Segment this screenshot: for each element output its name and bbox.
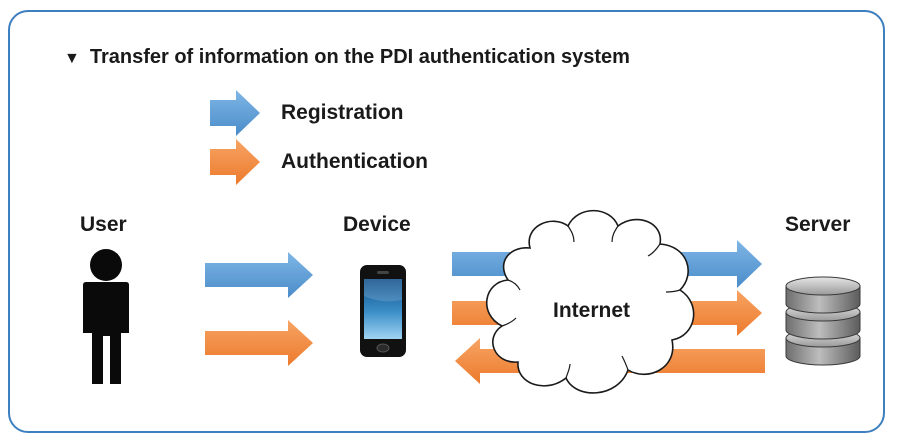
device-label: Device (343, 213, 411, 236)
internet-label: Internet (553, 299, 631, 322)
person-icon (83, 249, 129, 384)
legend-registration-label: Registration (281, 101, 404, 124)
server-label: Server (785, 213, 851, 236)
user-to-device-registration-arrow (205, 252, 313, 298)
user-to-device-authentication-arrow (205, 320, 313, 366)
smartphone-icon (360, 265, 406, 357)
diagram-frame (8, 10, 885, 433)
user-label: User (80, 213, 127, 236)
cloud-icon (486, 209, 695, 394)
title-text: Transfer of information on the PDI authe… (89, 46, 630, 68)
legend-authentication-label: Authentication (281, 150, 428, 173)
diagram-title: ▼ Transfer of information on the PDI auth… (64, 46, 630, 69)
title-marker: ▼ (64, 50, 80, 67)
database-icon (785, 276, 861, 366)
legend-authentication-arrow (210, 139, 260, 185)
legend-registration-arrow (210, 90, 260, 136)
